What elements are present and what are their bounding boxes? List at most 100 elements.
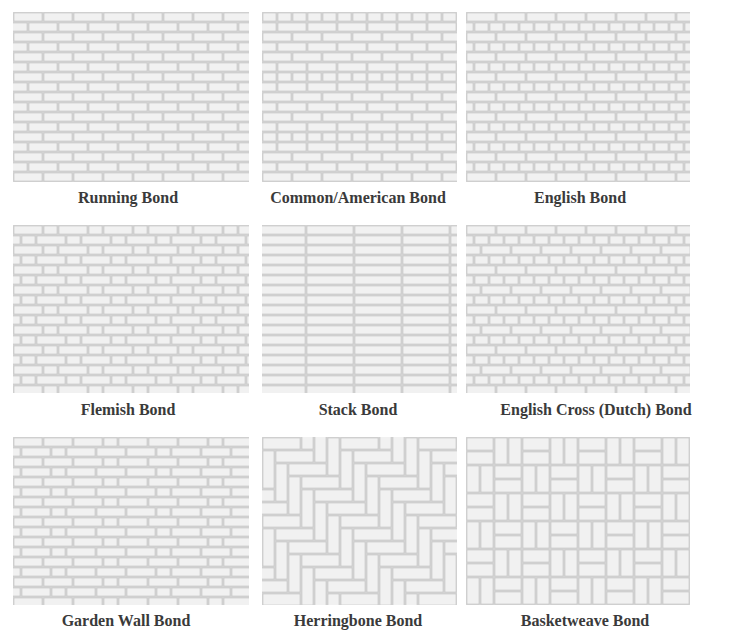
- brick: [677, 306, 690, 314]
- brick: [580, 236, 593, 244]
- brick: [655, 356, 668, 364]
- brick: [580, 23, 593, 31]
- brick: [649, 522, 661, 548]
- brick: [625, 236, 638, 244]
- brick: [535, 336, 548, 344]
- brick: [595, 336, 608, 344]
- brick: [595, 103, 608, 111]
- brick: [432, 451, 457, 462]
- brick: [307, 376, 353, 384]
- brick: [14, 266, 42, 274]
- brick: [670, 103, 683, 111]
- brick: [209, 578, 222, 586]
- brick: [475, 316, 488, 324]
- brick: [172, 316, 200, 324]
- brick: [202, 588, 230, 596]
- brick: [127, 256, 155, 264]
- brick: [262, 143, 276, 151]
- brick: [149, 306, 177, 314]
- brick: [202, 296, 215, 304]
- brick: [587, 13, 615, 21]
- brick: [413, 93, 441, 101]
- brick: [44, 438, 72, 446]
- brick: [527, 173, 555, 181]
- brick: [13, 23, 27, 31]
- brick: [328, 438, 339, 475]
- brick: [617, 33, 645, 41]
- brick: [380, 477, 417, 488]
- brick: [157, 528, 170, 536]
- brick: [509, 438, 521, 464]
- brick: [112, 276, 125, 284]
- brick: [635, 564, 661, 576]
- brick: [647, 113, 675, 121]
- brick: [29, 163, 57, 171]
- brick: [621, 438, 633, 464]
- brick: [74, 498, 102, 506]
- brick: [670, 356, 683, 364]
- brick: [355, 306, 401, 314]
- brick: [119, 538, 147, 546]
- brick: [14, 133, 42, 141]
- brick: [565, 143, 578, 151]
- brick: [355, 236, 401, 244]
- brick: [127, 376, 155, 384]
- brick: [505, 23, 518, 31]
- brick: [403, 246, 449, 254]
- brick: [587, 33, 615, 41]
- brick: [635, 522, 647, 548]
- brick: [89, 163, 117, 171]
- brick: [323, 153, 351, 161]
- brick: [67, 548, 95, 556]
- brick: [134, 153, 162, 161]
- brick: [467, 53, 495, 61]
- brick: [475, 43, 488, 51]
- brick: [59, 306, 87, 314]
- brick: [52, 508, 65, 516]
- brick: [670, 143, 683, 151]
- brick: [278, 163, 306, 171]
- brick: [262, 386, 305, 393]
- brick: [383, 33, 411, 41]
- brick: [52, 588, 65, 596]
- brick: [497, 13, 525, 21]
- brick: [44, 13, 72, 21]
- brick: [134, 326, 147, 334]
- brick: [104, 266, 132, 274]
- brick: [475, 163, 488, 171]
- brick: [354, 529, 391, 540]
- brick: [307, 356, 353, 364]
- brick: [89, 366, 102, 374]
- brick: [179, 143, 207, 151]
- brick: [579, 550, 605, 562]
- brick: [157, 568, 170, 576]
- bond-label: English Cross (Dutch) Bond: [498, 400, 693, 419]
- brick: [112, 316, 125, 324]
- brick: [595, 356, 608, 364]
- brick: [398, 73, 411, 81]
- brick: [467, 466, 479, 492]
- brick: [44, 93, 72, 101]
- brick: [677, 13, 690, 21]
- brick: [22, 336, 35, 344]
- brick: [74, 598, 102, 605]
- brick: [308, 163, 336, 171]
- brick: [520, 23, 533, 31]
- brick: [97, 488, 125, 496]
- brick: [625, 336, 638, 344]
- brick: [308, 23, 336, 31]
- brick: [617, 346, 645, 354]
- brick: [278, 83, 306, 91]
- brick: [685, 43, 690, 51]
- brick: [13, 508, 20, 516]
- brick: [403, 306, 449, 314]
- bond-label: Basketweave Bond: [519, 611, 651, 630]
- brick: [149, 23, 177, 31]
- brick: [14, 246, 42, 254]
- brick: [209, 458, 222, 466]
- brick: [451, 336, 457, 344]
- brick: [617, 386, 645, 393]
- brick: [149, 478, 177, 486]
- brick: [179, 103, 207, 111]
- brick: [428, 43, 456, 51]
